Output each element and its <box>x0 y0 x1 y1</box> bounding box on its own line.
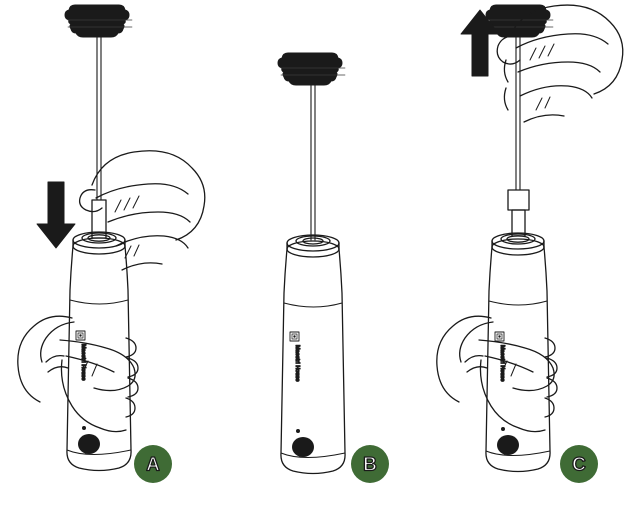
whisk-head-icon <box>277 52 346 86</box>
panel-badge-a: A <box>134 445 172 483</box>
led-indicator <box>501 427 505 431</box>
body-socket-collar <box>491 232 545 256</box>
panel-badge-c: C <box>560 445 598 483</box>
hand-upper <box>78 150 206 271</box>
panel-b: Maestri House B <box>220 0 420 523</box>
brand-mark <box>289 331 300 342</box>
whisk-shaft <box>515 32 521 191</box>
brand-mark <box>494 331 505 342</box>
handle-body <box>485 246 551 473</box>
panel-c: Maestri House <box>420 0 637 523</box>
power-button[interactable] <box>78 434 100 454</box>
whisk-shaft <box>310 80 316 241</box>
brand-name: Maestri House <box>294 345 300 382</box>
arrow-up-icon <box>460 9 500 77</box>
whisk-head-icon <box>64 4 133 38</box>
led-indicator <box>82 426 86 430</box>
arrow-down-icon <box>36 181 76 249</box>
brand-mark <box>75 330 86 341</box>
shaft-coupling-collar <box>507 189 530 237</box>
panel-badge-c-label: C <box>572 455 586 476</box>
body-socket-collar <box>72 231 126 255</box>
handle-body <box>280 248 346 475</box>
brand-name: Maestri House <box>499 345 505 382</box>
panel-badge-b: B <box>351 445 389 483</box>
hand-lower <box>436 315 558 433</box>
panel-badge-b-label: B <box>363 455 377 476</box>
power-button[interactable] <box>497 435 519 455</box>
hand-upper <box>496 4 624 123</box>
body-socket-collar <box>286 234 340 258</box>
panel-badge-a-label: A <box>146 455 160 476</box>
brand-name: Maestri House <box>80 344 86 381</box>
hand-lower <box>17 315 139 433</box>
handle-body <box>66 245 132 472</box>
whisk-head-icon <box>485 4 554 38</box>
whisk-shaft <box>96 32 102 201</box>
power-button[interactable] <box>292 437 314 457</box>
led-indicator <box>296 429 300 433</box>
panel-a: Maestri House <box>0 0 220 523</box>
